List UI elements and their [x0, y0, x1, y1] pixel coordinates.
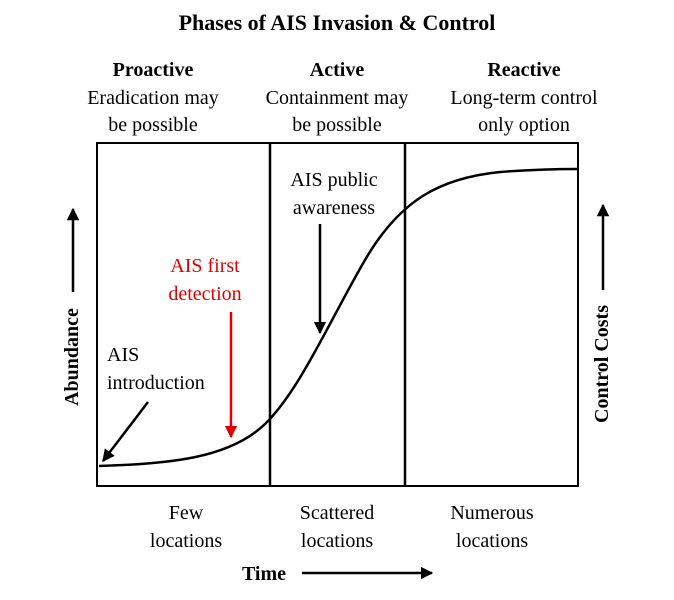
annotation-ais-first-detection: AIS first detection: [168, 255, 242, 439]
phase-description-line: Long-term control: [450, 87, 598, 109]
phase-header-active: Active Containment may be possible: [266, 59, 409, 136]
x-axis-label: Time: [242, 563, 286, 585]
location-label-line: Scattered: [300, 502, 374, 524]
location-label-few: Few locations: [150, 502, 222, 552]
annotation-label-line: AIS: [107, 344, 139, 366]
y-right-axis-label: Control Costs: [591, 305, 613, 423]
annotation-ais-introduction: AIS introduction: [102, 344, 205, 462]
phase-header-proactive: Proactive Eradication may be possible: [87, 59, 219, 136]
annotation-label-line: AIS public: [290, 169, 377, 191]
annotation-ais-public-awareness: AIS public awareness: [290, 169, 378, 335]
phase-description-line: Containment may: [266, 87, 409, 109]
phase-description-line: be possible: [292, 114, 382, 136]
phase-description-line: be possible: [108, 114, 198, 136]
x-axis: Time: [242, 563, 434, 585]
diagram-title: Phases of AIS Invasion & Control: [179, 10, 496, 35]
location-label-scattered: Scattered locations: [300, 502, 374, 552]
phase-header-reactive: Reactive Long-term control only option: [450, 59, 598, 136]
annotation-label-line: awareness: [293, 197, 375, 219]
introduction-arrow: [102, 401, 149, 462]
location-label-line: locations: [150, 530, 222, 552]
location-label-numerous: Numerous locations: [450, 502, 534, 552]
location-label-line: locations: [301, 530, 373, 552]
phase-description-line: only option: [478, 114, 570, 136]
phase-name: Proactive: [113, 59, 194, 81]
annotation-label-line: detection: [168, 283, 241, 305]
phase-name: Reactive: [487, 59, 560, 81]
y-axis-right: Control Costs: [591, 203, 613, 423]
y-left-axis-label: Abundance: [61, 308, 83, 406]
annotation-label-line: introduction: [107, 372, 205, 394]
abundance-curve: [98, 167, 578, 468]
phase-name: Active: [310, 59, 365, 81]
location-label-line: Numerous: [450, 502, 534, 524]
phase-description-line: Eradication may: [87, 87, 219, 109]
y-axis-left: Abundance: [61, 207, 83, 406]
plot-frame: [96, 142, 579, 487]
annotation-label-line: AIS first: [170, 255, 240, 277]
location-label-line: locations: [456, 530, 528, 552]
location-label-line: Few: [169, 502, 204, 524]
